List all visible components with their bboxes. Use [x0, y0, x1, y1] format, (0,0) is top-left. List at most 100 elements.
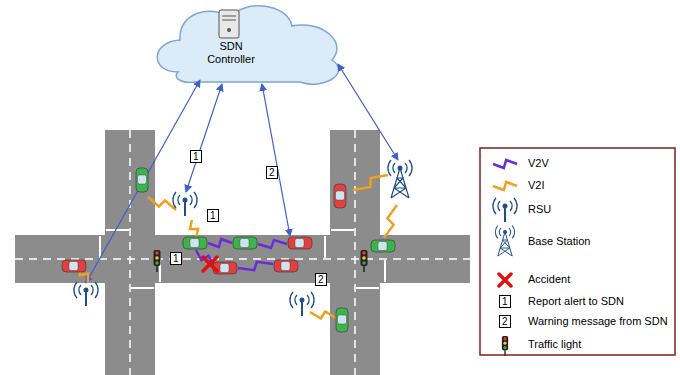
car-window — [240, 239, 249, 248]
base-station-icon — [495, 226, 514, 256]
sdn-link-arrow — [86, 80, 200, 283]
scene-symbols — [62, 64, 517, 356]
v2i-link — [190, 220, 198, 238]
callout-number: 2 — [499, 315, 511, 328]
lane-marking — [129, 130, 131, 375]
green-lamp — [362, 261, 366, 265]
car — [233, 237, 257, 249]
sdn-link-arrow — [262, 84, 290, 236]
v2v-link — [493, 160, 517, 168]
car-body — [136, 168, 148, 192]
car-body — [183, 237, 207, 249]
legend-text: V2I — [528, 179, 545, 191]
tower-head — [503, 230, 507, 234]
car-window — [378, 242, 387, 251]
legend-frame — [480, 148, 675, 355]
v2i-link — [310, 311, 336, 318]
amber-lamp — [362, 256, 366, 260]
callout-number: 1 — [170, 252, 182, 265]
sdn-link-arrow — [186, 84, 222, 192]
red-lamp — [362, 251, 366, 255]
server-icon — [219, 10, 239, 38]
amber-lamp — [155, 256, 159, 260]
car-body — [233, 237, 257, 249]
rsu-icon — [74, 282, 98, 306]
legend-text: Accident — [528, 273, 570, 285]
callout-number: 2 — [315, 273, 327, 286]
legend-text: V2V — [528, 157, 549, 169]
legend-text: Warning message from SDN — [528, 315, 668, 327]
rsu-waves — [493, 198, 517, 214]
car — [183, 237, 207, 249]
red-lamp — [503, 337, 506, 340]
car-body — [336, 308, 348, 332]
car — [62, 260, 86, 272]
car-body — [371, 240, 395, 252]
rsu-icon — [173, 192, 197, 216]
callout-number: 2 — [266, 166, 278, 179]
rsu-head — [300, 298, 305, 303]
rsu-icon — [290, 292, 314, 316]
amber-lamp — [503, 342, 506, 345]
rsu-head — [84, 288, 89, 293]
car — [371, 240, 395, 252]
callout-number: 1 — [499, 295, 511, 308]
car-window — [295, 239, 304, 248]
light-pole — [504, 350, 505, 355]
v2i-link — [353, 175, 388, 190]
traffic-light — [154, 250, 161, 272]
base-station-icon — [388, 160, 412, 198]
light-pole — [156, 266, 158, 272]
v2i-link — [493, 182, 517, 190]
car — [336, 308, 348, 332]
v2i-link — [384, 205, 397, 238]
rsu-waves — [74, 282, 98, 298]
red-lamp — [155, 251, 159, 255]
rsu-waves — [290, 292, 314, 308]
car-body — [334, 184, 346, 208]
tower-waves — [388, 160, 412, 176]
sdn-link-arrow — [338, 64, 398, 160]
v2i-link — [148, 197, 176, 210]
tower-waves — [495, 226, 514, 239]
legend-text: RSU — [528, 203, 551, 215]
light-housing — [154, 250, 161, 266]
legend-text: Traffic light — [528, 338, 581, 350]
light-housing — [361, 250, 368, 266]
v2v-link — [208, 239, 232, 247]
car — [334, 184, 346, 208]
car — [274, 260, 298, 272]
green-lamp — [503, 346, 506, 349]
callout-number: 1 — [207, 209, 219, 222]
car — [136, 168, 148, 192]
tower-head — [398, 166, 403, 171]
car-window — [281, 262, 290, 271]
sdn-controller-cloud: SDN Controller — [198, 40, 264, 66]
lane-marking — [15, 258, 470, 260]
car-window — [338, 315, 347, 324]
lane-marking — [354, 130, 356, 375]
traffic-light — [502, 336, 508, 356]
rsu-icon — [493, 198, 517, 222]
rsu-waves — [173, 192, 197, 208]
car-window — [69, 262, 78, 271]
road — [15, 235, 470, 283]
car-body — [288, 237, 312, 249]
callout-number: 1 — [190, 150, 202, 163]
car-window — [190, 239, 199, 248]
car-window — [138, 175, 147, 184]
car-body — [62, 260, 86, 272]
node-title: SDN Controller — [198, 40, 264, 66]
traffic-light — [361, 250, 368, 272]
legend-text: Report alert to SDN — [528, 295, 624, 307]
rsu-head — [503, 204, 508, 209]
cloud-shape — [157, 6, 338, 84]
rsu-head — [183, 198, 188, 203]
car-body — [274, 260, 298, 272]
v2v-link — [258, 240, 287, 248]
car-window — [220, 264, 229, 273]
light-housing — [502, 336, 508, 350]
v2v-link — [238, 262, 273, 270]
stop-lines — [100, 230, 385, 288]
